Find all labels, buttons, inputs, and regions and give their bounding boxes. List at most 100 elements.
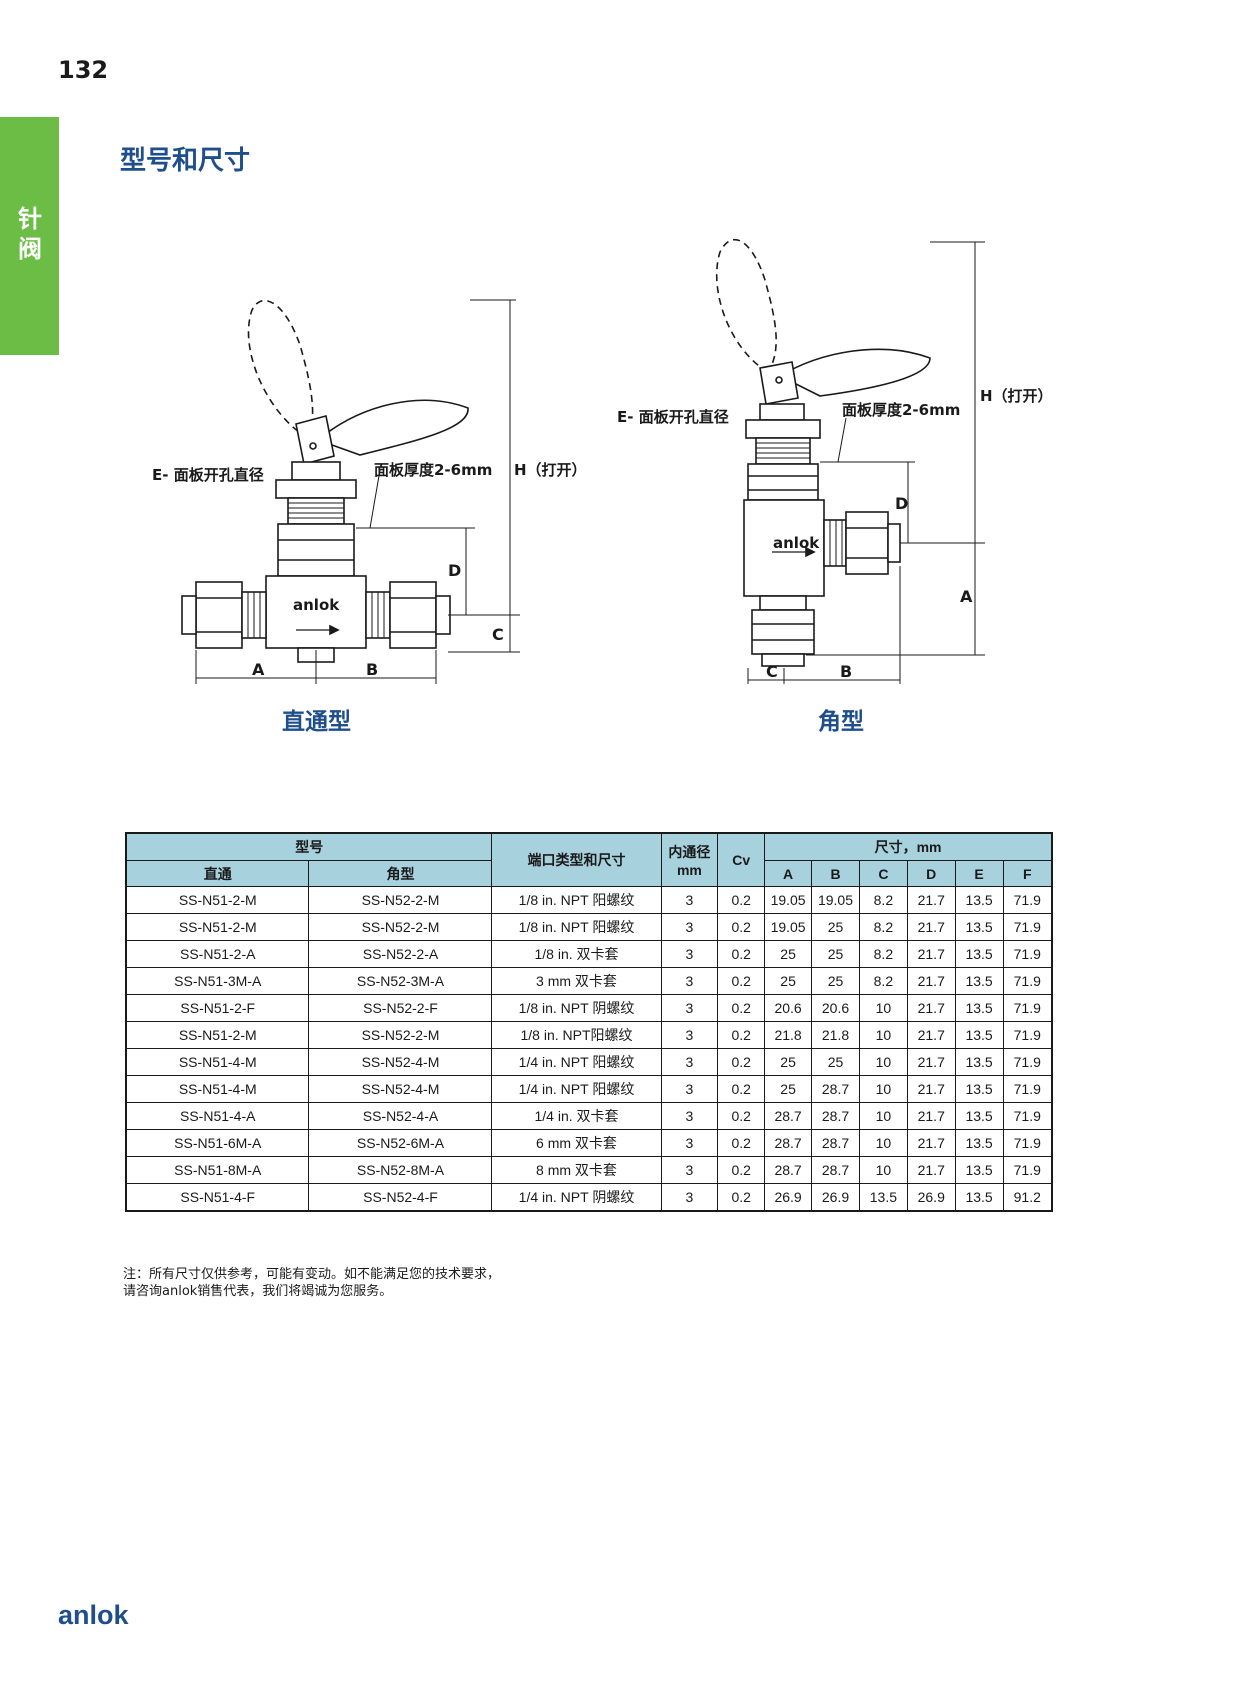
cell-e: 13.5 [954, 1102, 1004, 1130]
cell-a: 21.8 [764, 1021, 813, 1049]
angle-dim-b: B [840, 662, 853, 681]
header-bore: 内通径 mm [660, 832, 719, 887]
cell-bore: 3 [660, 1102, 719, 1130]
cell-cv: 0.2 [717, 1048, 766, 1076]
page-number: 132 [58, 56, 109, 84]
cell-e: 13.5 [954, 1048, 1004, 1076]
cell-b: 28.7 [811, 1075, 860, 1103]
cell-straight: SS-N51-2-F [125, 994, 310, 1022]
cell-c: 10 [858, 1129, 908, 1157]
cell-port: 3 mm 双卡套 [491, 967, 662, 995]
angle-valve-drawing [716, 239, 985, 684]
cell-d: 21.7 [906, 1156, 956, 1184]
cell-angle: SS-N52-3M-A [308, 967, 493, 995]
cell-straight: SS-N51-2-M [125, 913, 310, 941]
cell-c: 8.2 [858, 886, 908, 914]
cell-f: 71.9 [1002, 940, 1053, 968]
angle-dim-d: D [895, 494, 909, 513]
cell-port: 1/8 in. 双卡套 [491, 940, 662, 968]
cell-bore: 3 [660, 913, 719, 941]
cell-d: 21.7 [906, 1021, 956, 1049]
cell-d: 21.7 [906, 913, 956, 941]
straight-panel-hole-label: E- 面板开孔直径 [152, 466, 264, 484]
angle-panel-hole-label: E- 面板开孔直径 [617, 408, 729, 426]
cell-straight: SS-N51-6M-A [125, 1129, 310, 1157]
header-dims: 尺寸，mm [764, 832, 1053, 861]
cell-port: 1/8 in. NPT 阳螺纹 [491, 913, 662, 941]
cell-bore: 3 [660, 1021, 719, 1049]
cell-f: 71.9 [1002, 1129, 1053, 1157]
side-tab: 针 阀 [0, 117, 59, 355]
straight-dim-d: D [448, 561, 462, 580]
cell-straight: SS-N51-8M-A [125, 1156, 310, 1184]
angle-dim-c: C [766, 662, 778, 681]
straight-panel-thickness-label: 面板厚度2-6mm [374, 461, 493, 479]
cell-c: 10 [858, 1075, 908, 1103]
header-model: 型号 [125, 832, 493, 861]
cell-port: 1/4 in. NPT 阳螺纹 [491, 1048, 662, 1076]
cell-a: 26.9 [764, 1183, 813, 1212]
header-cv: Cv [717, 832, 766, 887]
cell-e: 13.5 [954, 1021, 1004, 1049]
header-dim-c: C [858, 860, 908, 887]
cell-straight: SS-N51-2-M [125, 886, 310, 914]
cell-c: 10 [858, 1102, 908, 1130]
straight-dim-c: C [492, 625, 504, 644]
cell-port: 1/4 in. 双卡套 [491, 1102, 662, 1130]
cell-d: 21.7 [906, 940, 956, 968]
cell-d: 26.9 [906, 1183, 956, 1212]
header-dim-f: F [1002, 860, 1053, 887]
angle-h-open-label: H（打开） [980, 387, 1053, 405]
footer-brand-logo: anlok [58, 1600, 129, 1630]
footnote: 注：所有尺寸仅供参考，可能有变动。如不能满足您的技术要求， 请咨询anlok销售… [123, 1266, 500, 1300]
cell-straight: SS-N51-2-A [125, 940, 310, 968]
cell-b: 25 [811, 913, 860, 941]
valve-drawings [181, 239, 985, 684]
angle-dim-a: A [960, 587, 973, 606]
cell-port: 1/4 in. NPT 阴螺纹 [491, 1183, 662, 1212]
cell-e: 13.5 [954, 994, 1004, 1022]
cell-bore: 3 [660, 940, 719, 968]
cell-a: 25 [764, 967, 813, 995]
cell-d: 21.7 [906, 994, 956, 1022]
cell-e: 13.5 [954, 1129, 1004, 1157]
cell-cv: 0.2 [717, 994, 766, 1022]
straight-caption: 直通型 [282, 709, 351, 735]
header-angle: 角型 [308, 860, 493, 887]
straight-valve-drawing [181, 299, 520, 684]
section-title: 型号和尺寸 [120, 146, 251, 176]
cell-f: 91.2 [1002, 1183, 1053, 1212]
cell-b: 25 [811, 1048, 860, 1076]
cell-c: 10 [858, 1021, 908, 1049]
cell-a: 25 [764, 1048, 813, 1076]
cell-port: 1/8 in. NPT阳螺纹 [491, 1021, 662, 1049]
cell-angle: SS-N52-4-F [308, 1183, 493, 1212]
straight-body-brand: anlok [293, 596, 340, 614]
cell-f: 71.9 [1002, 994, 1053, 1022]
cell-port: 1/8 in. NPT 阴螺纹 [491, 994, 662, 1022]
cell-angle: SS-N52-4-M [308, 1048, 493, 1076]
cell-b: 25 [811, 967, 860, 995]
cell-cv: 0.2 [717, 1102, 766, 1130]
header-dim-a: A [764, 860, 813, 887]
side-tab-char-2: 阀 [18, 235, 42, 263]
cell-f: 71.9 [1002, 1048, 1053, 1076]
cell-a: 28.7 [764, 1129, 813, 1157]
footnote-line-2: 请咨询anlok销售代表，我们将竭诚为您服务。 [123, 1284, 393, 1299]
cell-e: 13.5 [954, 913, 1004, 941]
cell-bore: 3 [660, 1048, 719, 1076]
cell-a: 28.7 [764, 1102, 813, 1130]
cell-f: 71.9 [1002, 1075, 1053, 1103]
cell-f: 71.9 [1002, 1156, 1053, 1184]
cell-angle: SS-N52-2-A [308, 940, 493, 968]
cell-angle: SS-N52-2-M [308, 913, 493, 941]
